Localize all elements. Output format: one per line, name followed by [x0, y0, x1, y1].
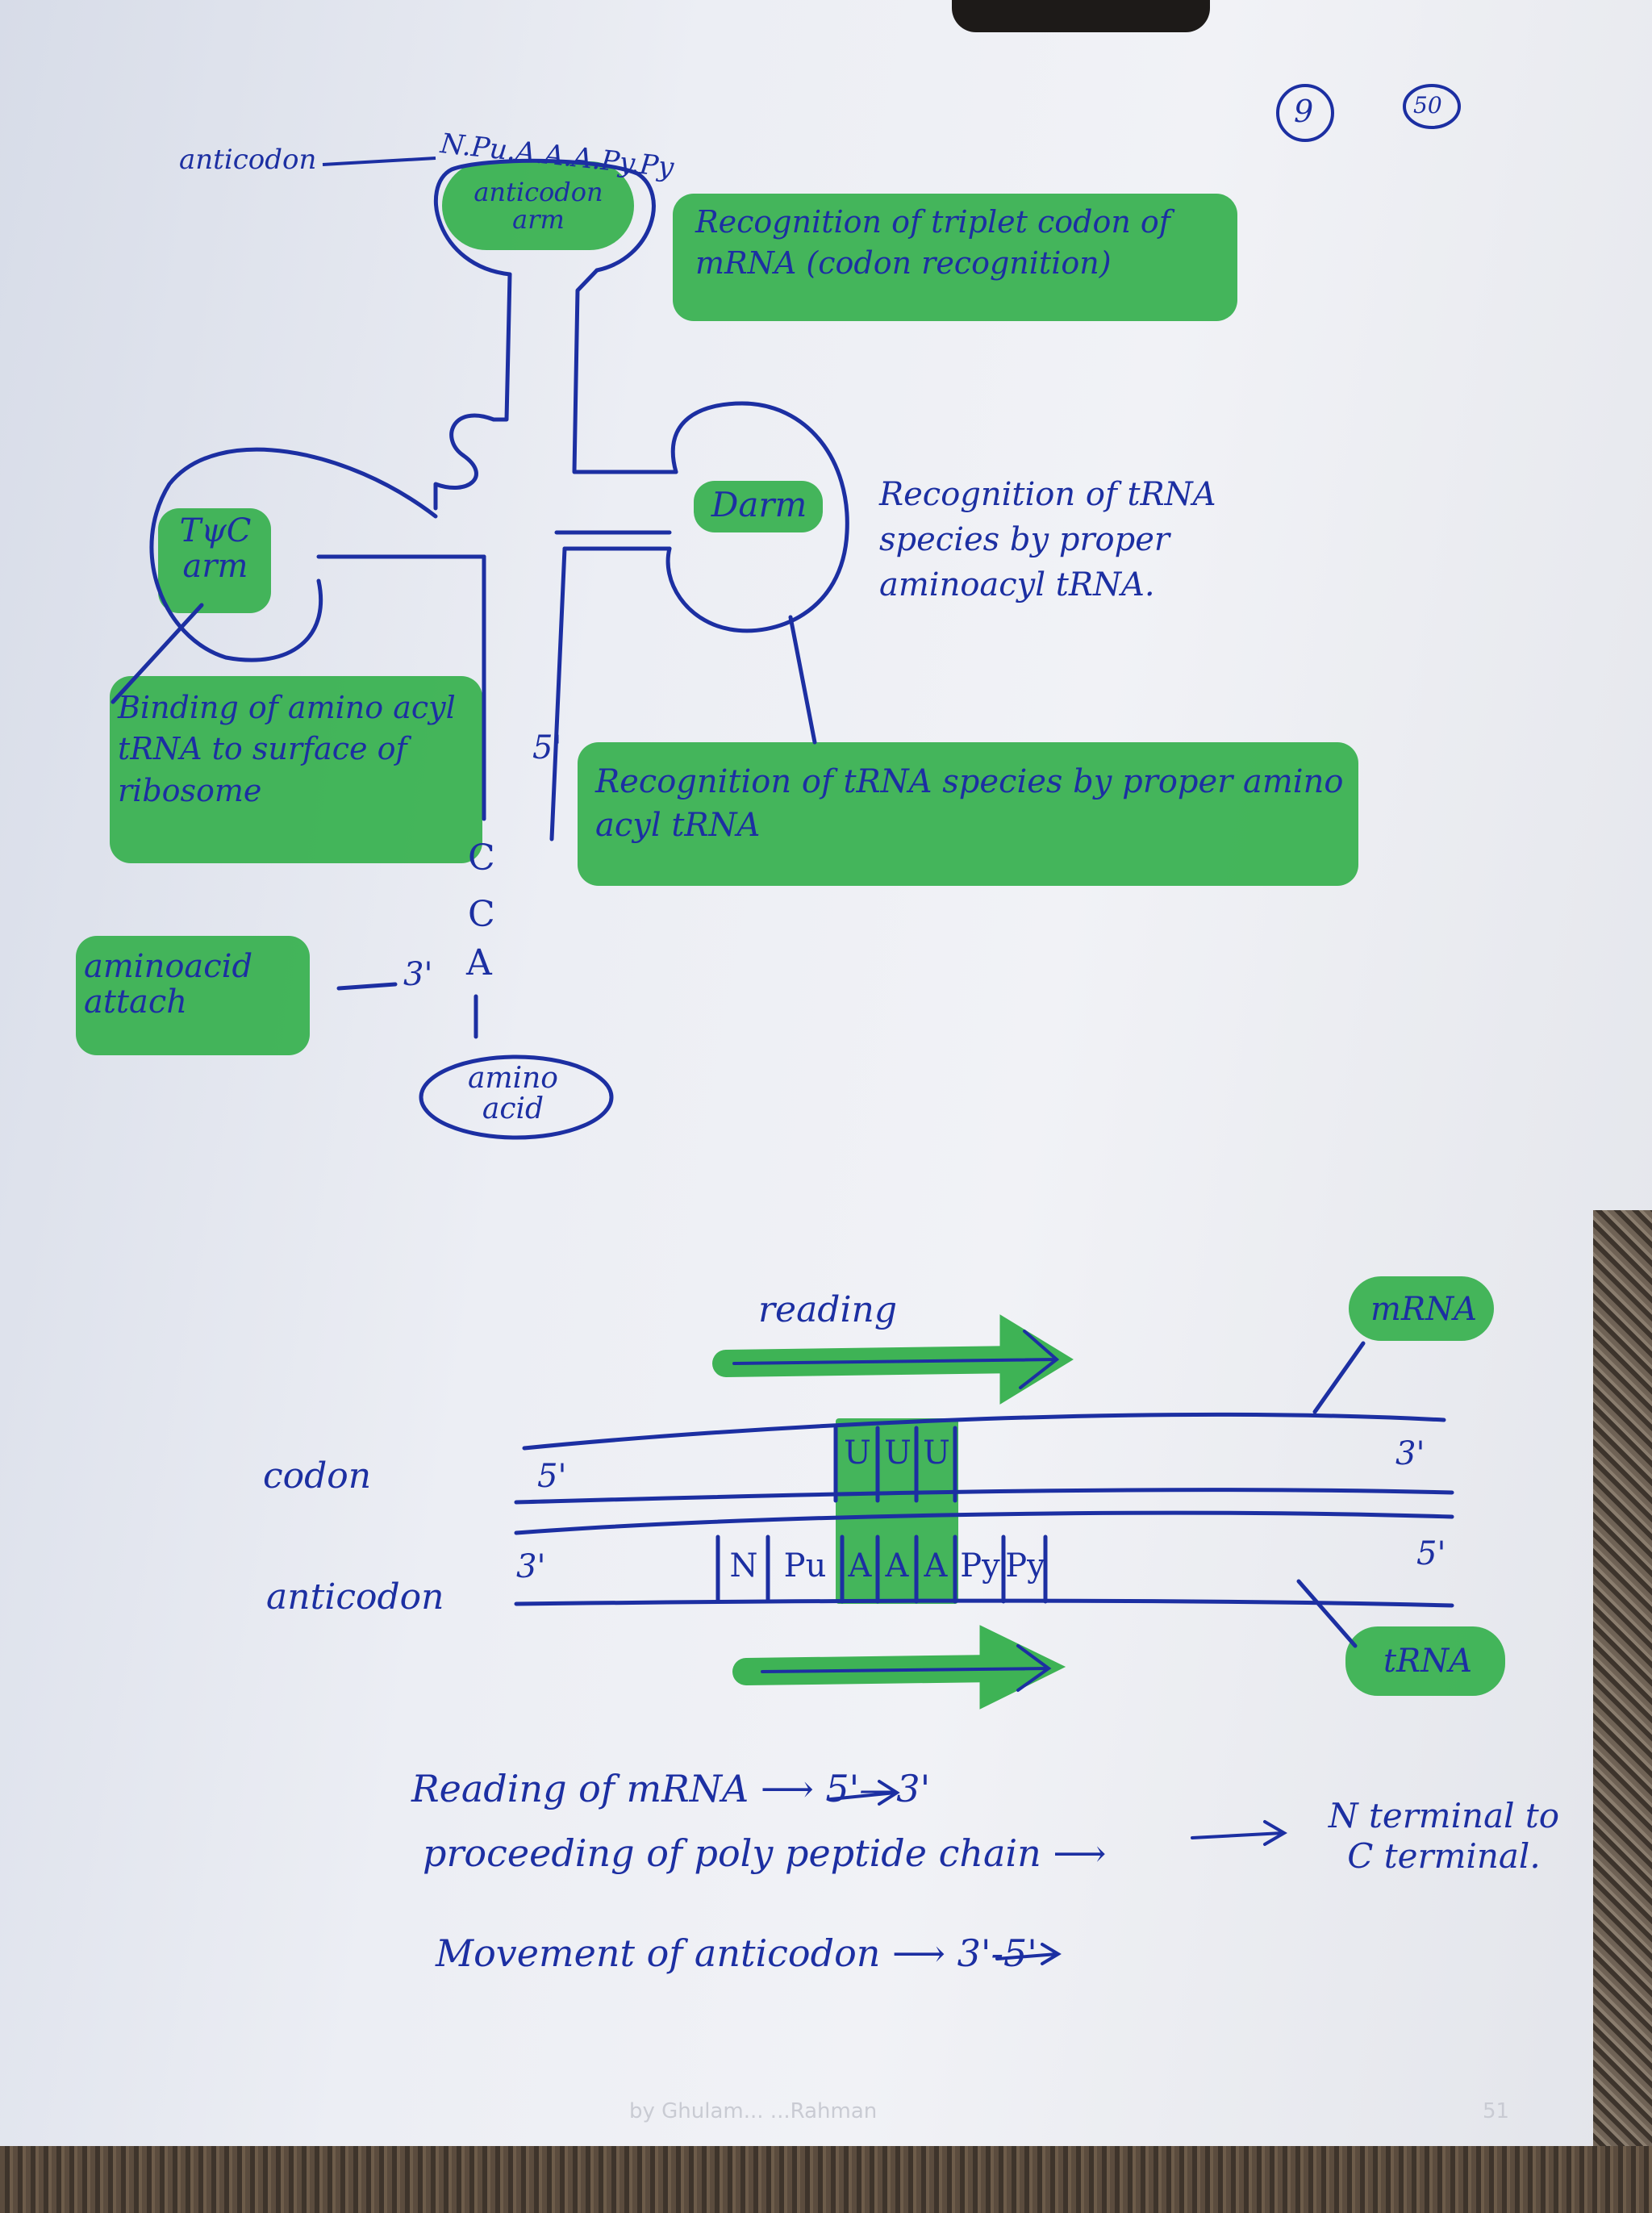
page-number-left: 9 — [1294, 94, 1314, 129]
anticodon-5-prime: 5' — [1416, 1535, 1446, 1572]
anticodon-base-2: Pu — [783, 1547, 827, 1585]
codon-base-3: U — [923, 1434, 950, 1472]
five-prime-label: 5' — [532, 729, 562, 766]
d-arm-stem — [554, 530, 672, 551]
callout-tpc — [111, 603, 204, 704]
tpc-arm-label: TψC arm — [179, 512, 252, 585]
page-number-right: 50 — [1413, 92, 1442, 119]
anticodon-base-3: A — [848, 1547, 872, 1585]
highlight-anticodon-arm — [442, 161, 634, 250]
pointer-trna — [1296, 1579, 1358, 1648]
mrna-strip-bottom — [514, 1488, 1454, 1505]
amino-acid-label: amino acid — [468, 1062, 558, 1125]
codon-dividers — [833, 1426, 957, 1503]
anticodon-dividers — [715, 1534, 1048, 1604]
codon-3-prime: 3' — [1395, 1435, 1425, 1472]
anticodon-base-7: Py — [1005, 1547, 1045, 1585]
mrna-label: mRNA — [1370, 1291, 1477, 1328]
fabric-edge-right — [1593, 1210, 1652, 2146]
reading-ink-line-bottom — [761, 1644, 1052, 1692]
anticodon-stem-left — [491, 272, 512, 422]
acceptor-base-1: C — [468, 837, 495, 879]
callout-amino-attach — [336, 982, 398, 991]
fabric-edge-bottom — [0, 2146, 1652, 2213]
three-prime-label: 3' — [403, 956, 433, 993]
arrow-notes-3 — [995, 1943, 1062, 1965]
acceptor-stem-right — [549, 546, 567, 841]
d-arm-label: Darm — [711, 485, 807, 524]
highlight-tpc-arm — [158, 508, 271, 613]
dark-edge-top — [952, 0, 1210, 32]
highlight-tpc-note — [110, 676, 482, 863]
note-line-1: Reading of mRNA ⟶ 5'—3' — [411, 1767, 931, 1810]
acceptor-base-3: A — [466, 942, 492, 983]
codon-5-prime: 5' — [537, 1458, 567, 1495]
anticodon-row-label: anticodon — [266, 1576, 444, 1618]
acceptor-note: Recognition of tRNA species by proper am… — [595, 763, 1344, 844]
reading-label: reading — [758, 1289, 898, 1330]
anticodon-note: Recognition of triplet codon of mRNA (co… — [695, 204, 1170, 282]
highlight-trna-label — [1345, 1626, 1505, 1696]
note-line-2: proceeding of poly peptide chain ⟶ — [423, 1831, 1107, 1875]
highlight-mrna-label — [1349, 1276, 1494, 1341]
arrow-notes-2 — [1191, 1820, 1287, 1846]
pointer-mrna — [1312, 1341, 1366, 1414]
amino-attach-label: aminoacid attach — [84, 948, 253, 1021]
d-arm-note: Recognition of tRNA species by proper am… — [879, 476, 1216, 603]
watermark: by Ghulam... ...Rahman — [629, 2099, 878, 2123]
anticodon-arm-label: anticodon arm — [473, 177, 603, 235]
codon-label: codon — [263, 1455, 372, 1497]
acceptor-base-2: C — [468, 894, 495, 935]
note-line-2-result: N terminal to C terminal. — [1328, 1796, 1560, 1877]
page-number-circle-right — [1403, 84, 1461, 129]
highlight-anticodon-note — [673, 194, 1237, 321]
slide-number: 51 — [1483, 2099, 1510, 2123]
reading-ink-line-top — [732, 1330, 1060, 1389]
arrow-notes-1 — [829, 1780, 900, 1806]
codon-base-2: U — [884, 1434, 912, 1472]
anticodon-3-prime: 3' — [516, 1548, 546, 1585]
anticodon-label: anticodon — [179, 144, 317, 176]
callout-d-arm — [788, 615, 817, 745]
tpc-loop — [149, 447, 438, 662]
variable-loop — [433, 413, 496, 511]
tpc-note: Binding of amino acyl tRNA to surface of… — [118, 690, 456, 808]
highlight-acceptor-note — [578, 742, 1358, 886]
trna-label: tRNA — [1383, 1643, 1473, 1680]
anticodon-base-5: A — [924, 1547, 948, 1585]
highlight-amino-attach — [76, 936, 310, 1055]
trna-strip-top — [514, 1510, 1454, 1535]
highlight-codon-bases — [836, 1418, 958, 1604]
d-arm-loop — [665, 401, 849, 633]
anticodon-stem-right — [572, 268, 678, 474]
anticodon-base-4: A — [885, 1547, 909, 1585]
mrna-strip-top — [522, 1412, 1446, 1451]
highlight-d-arm — [694, 481, 823, 532]
trna-strip-bottom — [514, 1598, 1454, 1608]
anticodon-loop — [433, 158, 656, 277]
page-number-circle-left — [1276, 84, 1334, 142]
amino-acid-oval — [419, 1054, 614, 1140]
anticodon-base-1: N — [729, 1547, 758, 1585]
codon-base-1: U — [844, 1434, 871, 1472]
note-line-3: Movement of anticodon ⟶ 3'-5' — [436, 1931, 1037, 1975]
anticodon-base-6: Py — [960, 1547, 1000, 1585]
